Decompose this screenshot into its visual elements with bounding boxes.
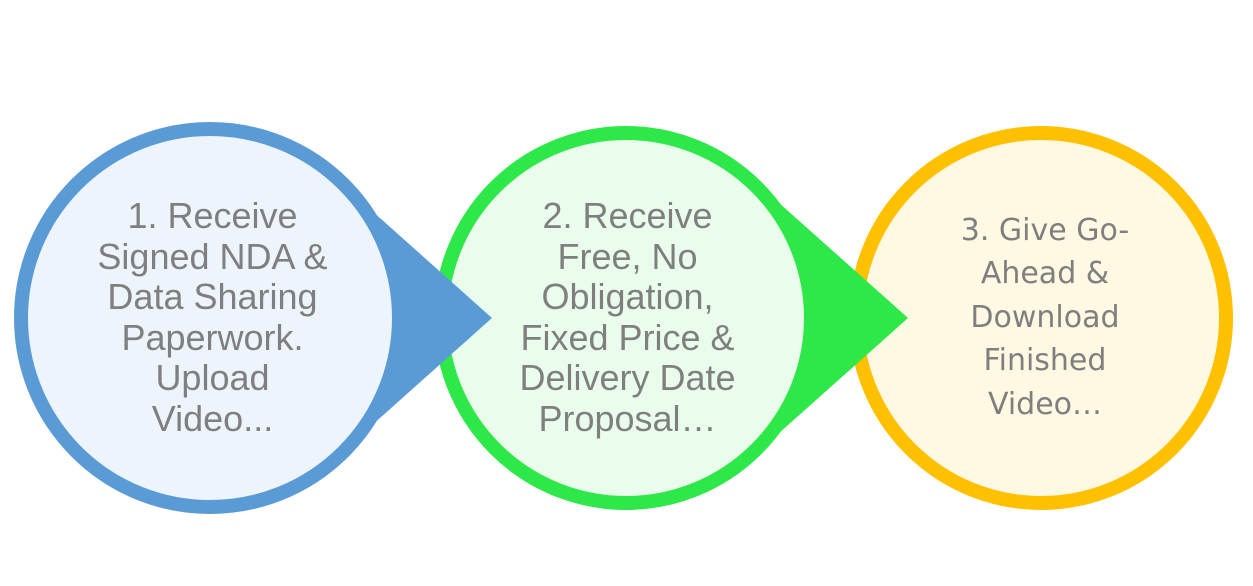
step-1-label: 1. Receive Signed NDA & Data Sharing Pap… bbox=[97, 195, 328, 439]
step-2-shape bbox=[434, 126, 908, 510]
step-1-circle bbox=[14, 122, 406, 514]
step-2-label: 2. Receive Free, No Obligation, Fixed Pr… bbox=[519, 195, 736, 439]
step-1-shape bbox=[14, 122, 492, 514]
step-3-label: 3. Give Go- Ahead & Download Finished Vi… bbox=[960, 212, 1130, 422]
